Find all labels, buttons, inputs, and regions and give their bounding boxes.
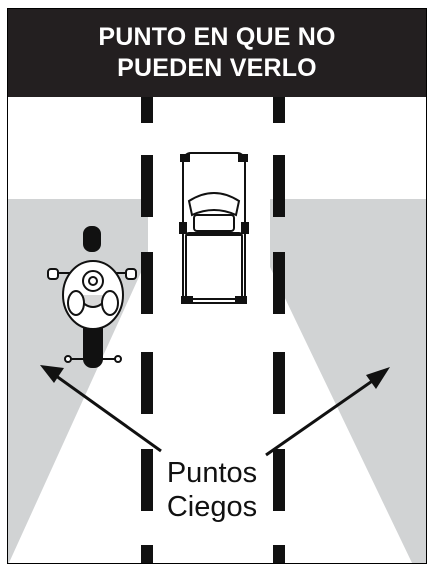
- lane-dash: [141, 545, 153, 563]
- lane-dash: [273, 449, 285, 511]
- lane-dash: [141, 155, 153, 217]
- title-banner: PUNTO EN QUE NO PUEDEN VERLO: [8, 9, 426, 97]
- pickup-truck-icon: [179, 152, 249, 304]
- right-lane-line: [273, 97, 285, 563]
- title-line-1: PUNTO EN QUE NO: [98, 23, 336, 51]
- lane-dash: [141, 97, 153, 123]
- blind-spot-diagram: PUNTO EN QUE NO PUEDEN VERLO: [7, 8, 427, 564]
- arrow-right: [265, 367, 390, 457]
- arrow-left: [40, 365, 162, 453]
- lane-dash: [273, 545, 285, 563]
- road-scene: Puntos Ciegos: [8, 97, 426, 563]
- lane-dash: [273, 252, 285, 314]
- lane-dash: [273, 352, 285, 414]
- lane-dash: [141, 352, 153, 414]
- right-blind-spot-zone: [270, 199, 426, 563]
- left-blind-spot-zone: [8, 199, 148, 563]
- lane-dash: [273, 97, 285, 123]
- lane-dash: [141, 449, 153, 511]
- title-line-2: PUEDEN VERLO: [117, 54, 317, 82]
- motorcycle-rider-icon: [47, 226, 137, 368]
- left-lane-line: [141, 97, 153, 563]
- blind-spot-label-line-1: Puntos: [167, 457, 257, 489]
- lane-dash: [273, 155, 285, 217]
- blind-spot-label-line-2: Ciegos: [167, 491, 257, 523]
- lane-dash: [141, 252, 153, 314]
